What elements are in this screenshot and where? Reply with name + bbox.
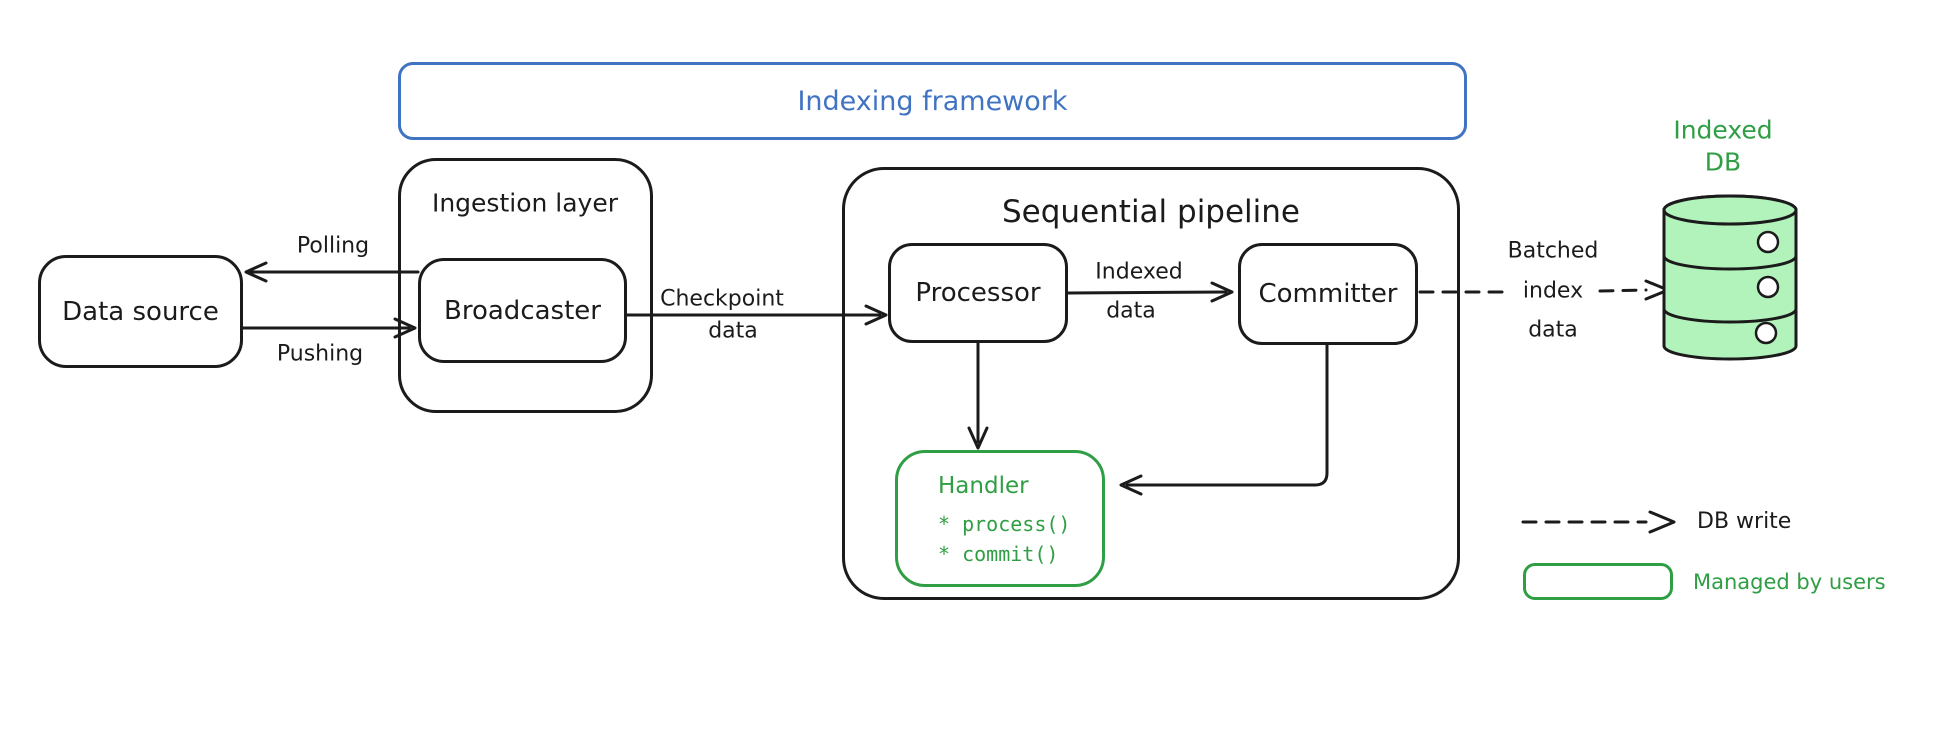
polling-label: Polling [296,233,370,259]
checkpoint-label-line1: Checkpoint [655,286,789,312]
database-cylinder-icon [1662,194,1798,361]
indexed-data-label-line1: Indexed [1090,259,1188,285]
polling-arrowhead-icon [244,261,268,283]
committer-handler-arrowhead-icon [1119,474,1143,496]
broadcaster-label: Broadcaster [444,295,601,326]
indexed-data-arrowhead-icon [1210,281,1234,303]
batched-index-label-line3: data [1528,317,1578,343]
handler-methods: * process() * commit() [938,509,1070,569]
committer-label: Committer [1258,279,1398,309]
committer-node: Committer [1238,243,1418,345]
legend-db-write-label: DB write [1697,509,1792,534]
db-write-arrow2 [1598,288,1648,293]
batched-index-label-line2: index [1517,278,1589,304]
batched-index-label-line1: Batched [1507,238,1599,264]
indexing-framework-frame: Indexing framework [398,62,1467,140]
data-source-label: Data source [62,296,219,327]
broadcaster-node: Broadcaster [418,258,627,363]
sequential-pipeline-box [842,167,1460,600]
handler-method-commit: * commit() [938,542,1059,566]
handler-method-process: * process() [938,512,1071,536]
legend-managed-label: Managed by users [1693,570,1886,594]
processor-handler-arrowhead-icon [967,426,989,450]
checkpoint-arrowhead-icon [864,304,888,326]
sequential-pipeline-label: Sequential pipeline [1001,194,1301,230]
handler-label: Handler [938,473,1029,499]
indexed-data-label-line2: data [1101,298,1161,324]
ingestion-layer-label: Ingestion layer [431,188,619,218]
ingestion-layer-box [398,158,653,413]
handler-node: Handler * process() * commit() [895,450,1105,587]
indexed-data-arrow [1066,290,1228,295]
indexed-db-label-line1: Indexed [1673,115,1773,145]
pushing-label: Pushing [276,341,364,367]
data-source-node: Data source [38,255,243,368]
legend-dashed-arrowhead-icon [1648,510,1676,534]
indexing-framework-title: Indexing framework [797,85,1068,117]
processor-node: Processor [888,243,1068,343]
indexed-db-label-line2: DB [1704,147,1742,177]
processor-label: Processor [915,278,1041,308]
legend-managed-swatch-icon [1523,563,1673,600]
committer-handler-arrow [1125,343,1329,487]
checkpoint-label-line2: data [703,318,763,344]
pushing-arrowhead-icon [393,317,417,339]
